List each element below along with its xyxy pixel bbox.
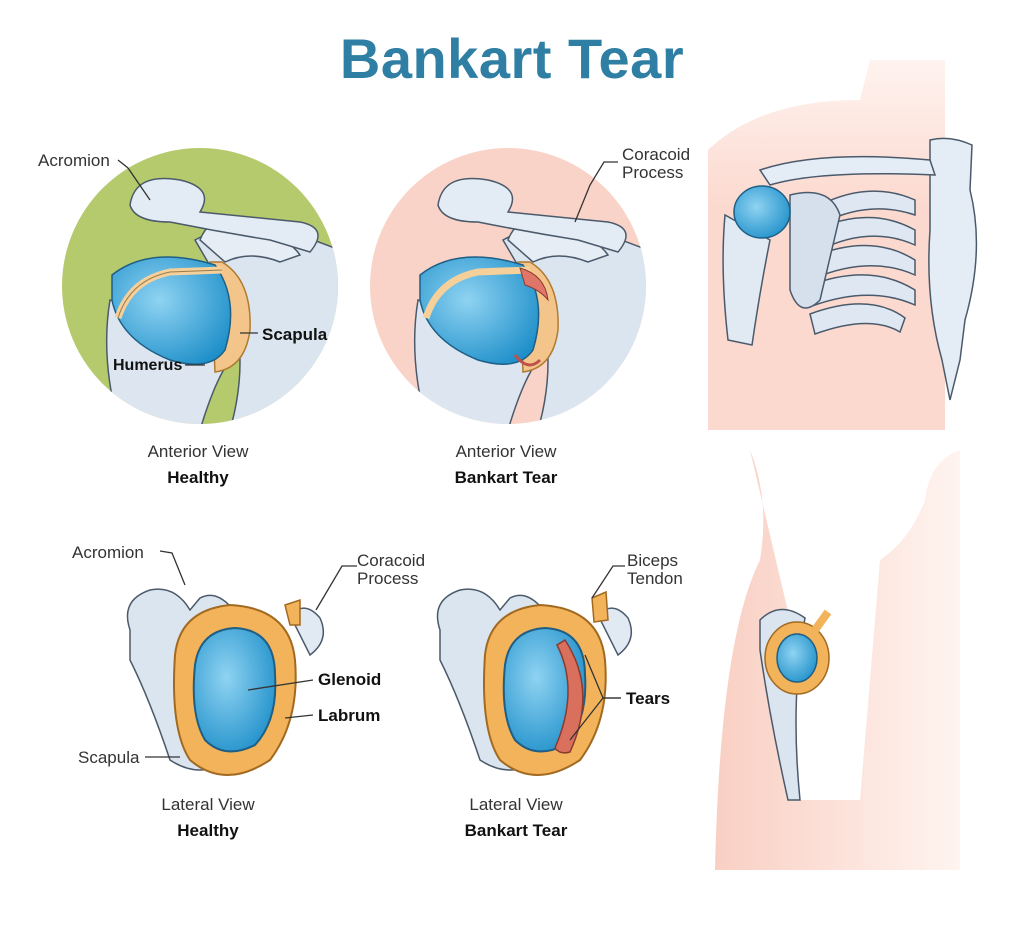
coracoid-label-top-line1: Coracoid (622, 145, 691, 164)
leader-lines (117, 159, 625, 758)
biceps-label-line1: Biceps (627, 551, 679, 570)
coracoid-label-top-line2: Process (622, 163, 684, 182)
humerus-label: Humerus (113, 357, 183, 374)
labrum-label: Labrum (318, 706, 381, 725)
torso-anterior-illustration (708, 60, 978, 430)
caption-state: Bankart Tear (464, 821, 568, 840)
caption-lateral-healthy: Lateral View Healthy (98, 795, 318, 841)
tears-label: Tears (626, 689, 671, 708)
acromion-label-bottom: Acromion (72, 543, 144, 562)
page-title: Bankart Tear (339, 27, 685, 90)
caption-view: Anterior View (147, 442, 249, 461)
torso-lateral-illustration (715, 450, 960, 870)
lateral-healthy-illustration (126, 588, 325, 776)
coracoid-label-bottom-line1: Coracoid (357, 551, 426, 570)
caption-state: Healthy (177, 821, 239, 840)
caption-anterior-tear: Anterior View Bankart Tear (396, 442, 616, 488)
scapula-label-top: Scapula (262, 325, 328, 344)
caption-state: Healthy (167, 468, 229, 487)
lateral-tear-illustration (436, 588, 633, 776)
caption-anterior-healthy: Anterior View Healthy (88, 442, 308, 488)
caption-state: Bankart Tear (454, 468, 558, 487)
anterior-tear-illustration (370, 148, 646, 424)
caption-view: Lateral View (161, 795, 255, 814)
biceps-label-line2: Tendon (627, 569, 683, 588)
caption-view: Lateral View (469, 795, 563, 814)
acromion-label-top: Acromion (38, 151, 110, 170)
caption-view: Anterior View (455, 442, 557, 461)
glenoid-label: Glenoid (318, 670, 382, 689)
anterior-healthy-illustration (62, 148, 338, 424)
scapula-label-bottom: Scapula (78, 748, 140, 767)
coracoid-label-bottom-line2: Process (357, 569, 419, 588)
caption-lateral-tear: Lateral View Bankart Tear (406, 795, 626, 841)
